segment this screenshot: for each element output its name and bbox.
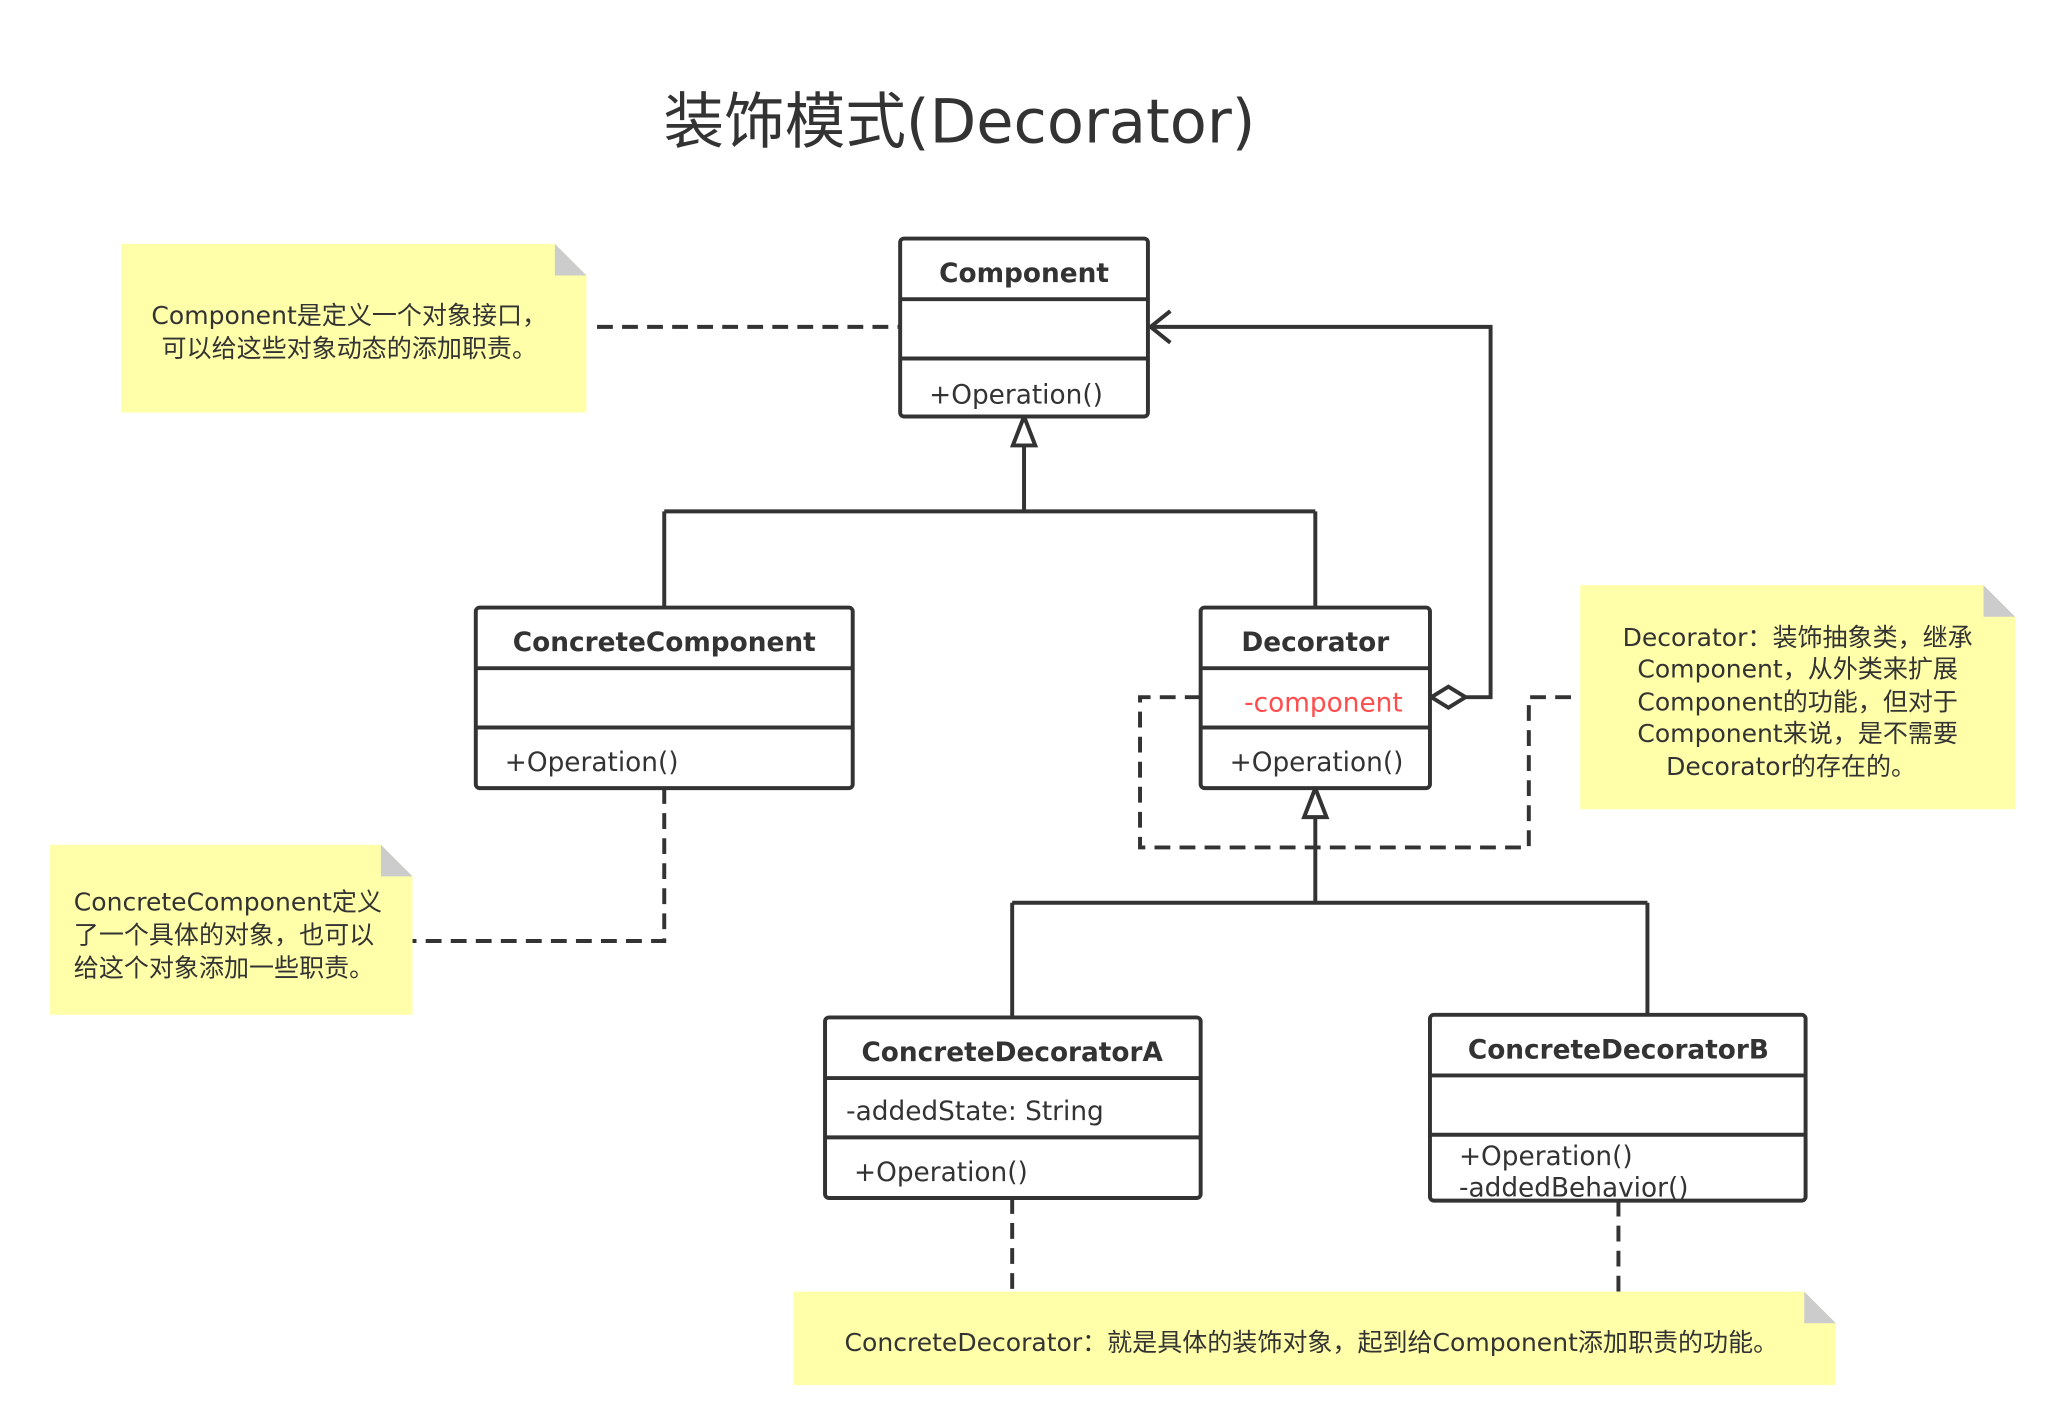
note-line: Decorator：装饰抽象类，继承 bbox=[1623, 623, 1973, 652]
connectors bbox=[412, 309, 1650, 1292]
class-name: Component bbox=[939, 259, 1109, 289]
class-method: +Operation() bbox=[929, 380, 1103, 410]
inheritance-arrow-icon bbox=[1009, 410, 1039, 448]
class-method: +Operation() bbox=[1459, 1142, 1633, 1172]
class-attribute: -component bbox=[1244, 689, 1403, 719]
class-name: ConcreteDecoratorA bbox=[861, 1038, 1163, 1068]
class-method: +Operation() bbox=[505, 748, 679, 778]
note-component[interactable]: Component是定义一个对象接口， 可以给这些对象动态的添加职责。 bbox=[121, 243, 587, 413]
note-line: 了一个具体的对象，也可以 bbox=[74, 921, 374, 950]
note-line: ConcreteComponent定义 bbox=[74, 888, 382, 917]
class-concrete-component[interactable]: ConcreteComponent +Operation() bbox=[473, 605, 855, 791]
note-decorator[interactable]: Decorator：装饰抽象类，继承 Component，从外类来扩展 Comp… bbox=[1580, 585, 2016, 810]
generalization-component bbox=[662, 445, 1318, 608]
note-line: 给这个对象添加一些职责。 bbox=[74, 954, 374, 983]
open-arrow-icon bbox=[1147, 309, 1172, 345]
class-method: -addedBehavior() bbox=[1459, 1174, 1689, 1204]
note-line: Decorator的存在的。 bbox=[1666, 752, 1916, 781]
aggregation-line bbox=[1150, 324, 1493, 700]
note-line: Component是定义一个对象接口， bbox=[151, 301, 547, 330]
class-concrete-decorator-a[interactable]: ConcreteDecoratorA -addedState: String +… bbox=[823, 1015, 1203, 1200]
note-line: ConcreteDecorator：就是具体的装饰对象，起到给Component… bbox=[845, 1328, 1779, 1357]
aggregation-diamond-icon bbox=[1427, 684, 1470, 711]
diagram-title: 装饰模式(Decorator) bbox=[664, 87, 1256, 157]
note-line: Component来说，是不需要 bbox=[1637, 719, 1958, 748]
class-attribute: -addedState: String bbox=[846, 1097, 1104, 1127]
class-name: ConcreteDecoratorB bbox=[1468, 1035, 1769, 1065]
class-decorator[interactable]: Decorator -component +Operation() bbox=[1198, 605, 1432, 791]
inheritance-arrow-icon bbox=[1301, 782, 1330, 820]
note-concrete-component[interactable]: ConcreteComponent定义 了一个具体的对象，也可以 给这个对象添加… bbox=[50, 844, 413, 1015]
class-concrete-decorator-b[interactable]: ConcreteDecoratorB +Operation() -addedBe… bbox=[1427, 1012, 1808, 1204]
note-link-concrete-component bbox=[412, 788, 667, 943]
note-concrete-decorator[interactable]: ConcreteDecorator：就是具体的装饰对象，起到给Component… bbox=[793, 1291, 1836, 1386]
generalization-decorator bbox=[1010, 818, 1650, 1018]
note-line: 可以给这些对象动态的添加职责。 bbox=[162, 334, 537, 363]
class-method: +Operation() bbox=[854, 1158, 1028, 1188]
class-name: Decorator bbox=[1241, 628, 1389, 658]
note-line: Component的功能，但对于 bbox=[1637, 687, 1958, 716]
class-component[interactable]: Component +Operation() bbox=[898, 236, 1150, 419]
class-method: +Operation() bbox=[1230, 748, 1404, 778]
note-link-decorator bbox=[1138, 695, 1581, 850]
class-name: ConcreteComponent bbox=[513, 628, 816, 658]
note-line: Component，从外类来扩展 bbox=[1637, 654, 1958, 683]
